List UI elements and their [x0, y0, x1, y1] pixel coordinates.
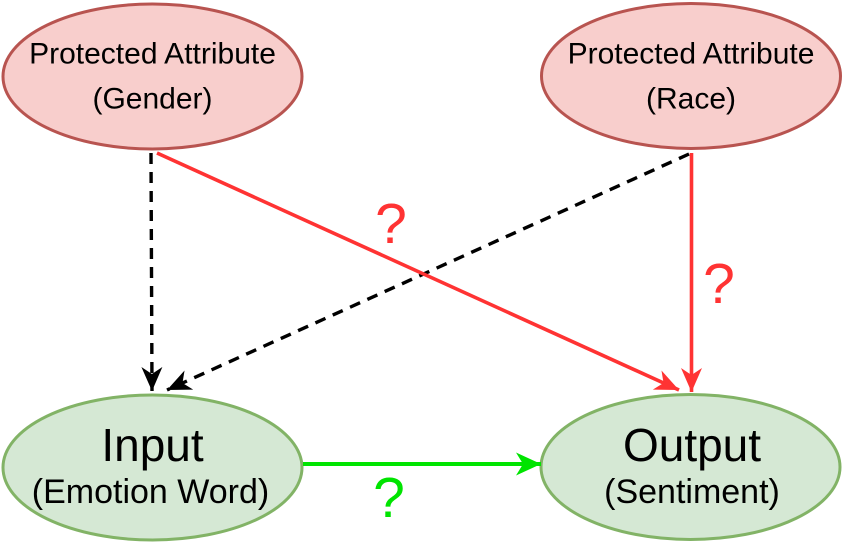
node-protected-gender: Protected Attribute (Gender)	[1, 2, 304, 151]
node-label-protected-gender-line2: (Gender)	[92, 83, 212, 116]
node-ellipse-protected-race	[540, 2, 842, 150]
edge-label-race-output-question: ?	[703, 252, 735, 316]
edge-race-to-input	[166, 152, 690, 392]
node-label-protected-race-line2: (Race)	[646, 83, 736, 116]
edge-gender-to-output	[156, 151, 680, 392]
node-ellipse-input	[1, 393, 304, 542]
node-ellipse-protected-gender	[1, 2, 304, 151]
node-label-protected-race-line1: Protected Attribute	[568, 38, 815, 71]
node-label-protected-gender-line1: Protected Attribute	[29, 38, 276, 71]
node-output: Output (Sentiment)	[539, 393, 842, 541]
node-label-input-line2: (Emotion Word)	[32, 473, 269, 511]
node-label-output-line2: (Sentiment)	[604, 473, 780, 511]
node-label-output-line1: Output	[623, 419, 761, 471]
edge-gender-to-input	[141, 152, 163, 392]
edge-label-gender-output-question: ?	[375, 192, 407, 256]
node-protected-race: Protected Attribute (Race)	[540, 2, 842, 150]
edge-label-input-output-question: ?	[373, 466, 405, 530]
node-ellipse-output	[539, 393, 842, 541]
node-label-input-line1: Input	[101, 419, 204, 471]
node-input: Input (Emotion Word)	[1, 393, 304, 542]
